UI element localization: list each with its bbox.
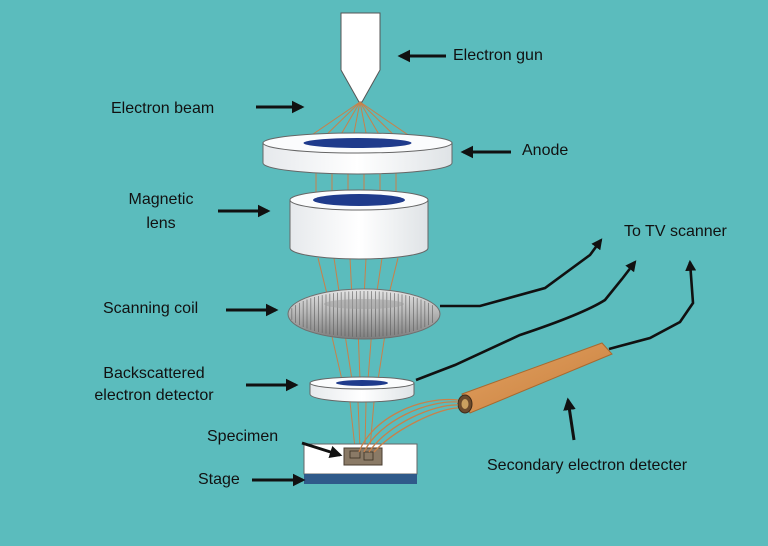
label-electron-beam: Electron beam [111, 100, 215, 117]
label-specimen: Specimen [207, 428, 279, 445]
label-stage: Stage [198, 471, 240, 488]
coil-signal-line [440, 238, 603, 308]
electron-gun [340, 12, 381, 103]
label-magnetic-lens-line1: Magnetic [128, 191, 194, 208]
arrow-specimen [301, 441, 343, 458]
label-backscattered-detector: Backscattered electron detector [76, 364, 232, 406]
label-to-tv-scanner: To TV scanner [624, 223, 727, 240]
label-scanning-coil: Scanning coil [103, 300, 199, 317]
label-electron-gun: Electron gun [453, 47, 543, 64]
arrow-secondary-detector [563, 397, 576, 441]
specimen [343, 447, 383, 466]
label-backscattered-line1: Backscattered [103, 365, 205, 382]
secondary-electron-detector [358, 342, 613, 453]
scanning-coil [287, 288, 441, 340]
label-backscattered-line2: electron detector [94, 387, 214, 404]
magnetic-lens [289, 189, 429, 260]
secondary-signal-line [608, 259, 697, 351]
backscatter-signal-line [415, 260, 637, 382]
label-secondary-detector: Secondary electron detecter [487, 457, 688, 474]
signal-lines [415, 238, 697, 382]
label-anode: Anode [522, 142, 569, 159]
backscattered-detector [309, 376, 415, 403]
anode [262, 132, 453, 175]
label-magnetic-lens-line2: lens [146, 215, 176, 232]
label-magnetic-lens: Magnetic lens [114, 190, 208, 234]
pointer-arrows [218, 49, 576, 487]
